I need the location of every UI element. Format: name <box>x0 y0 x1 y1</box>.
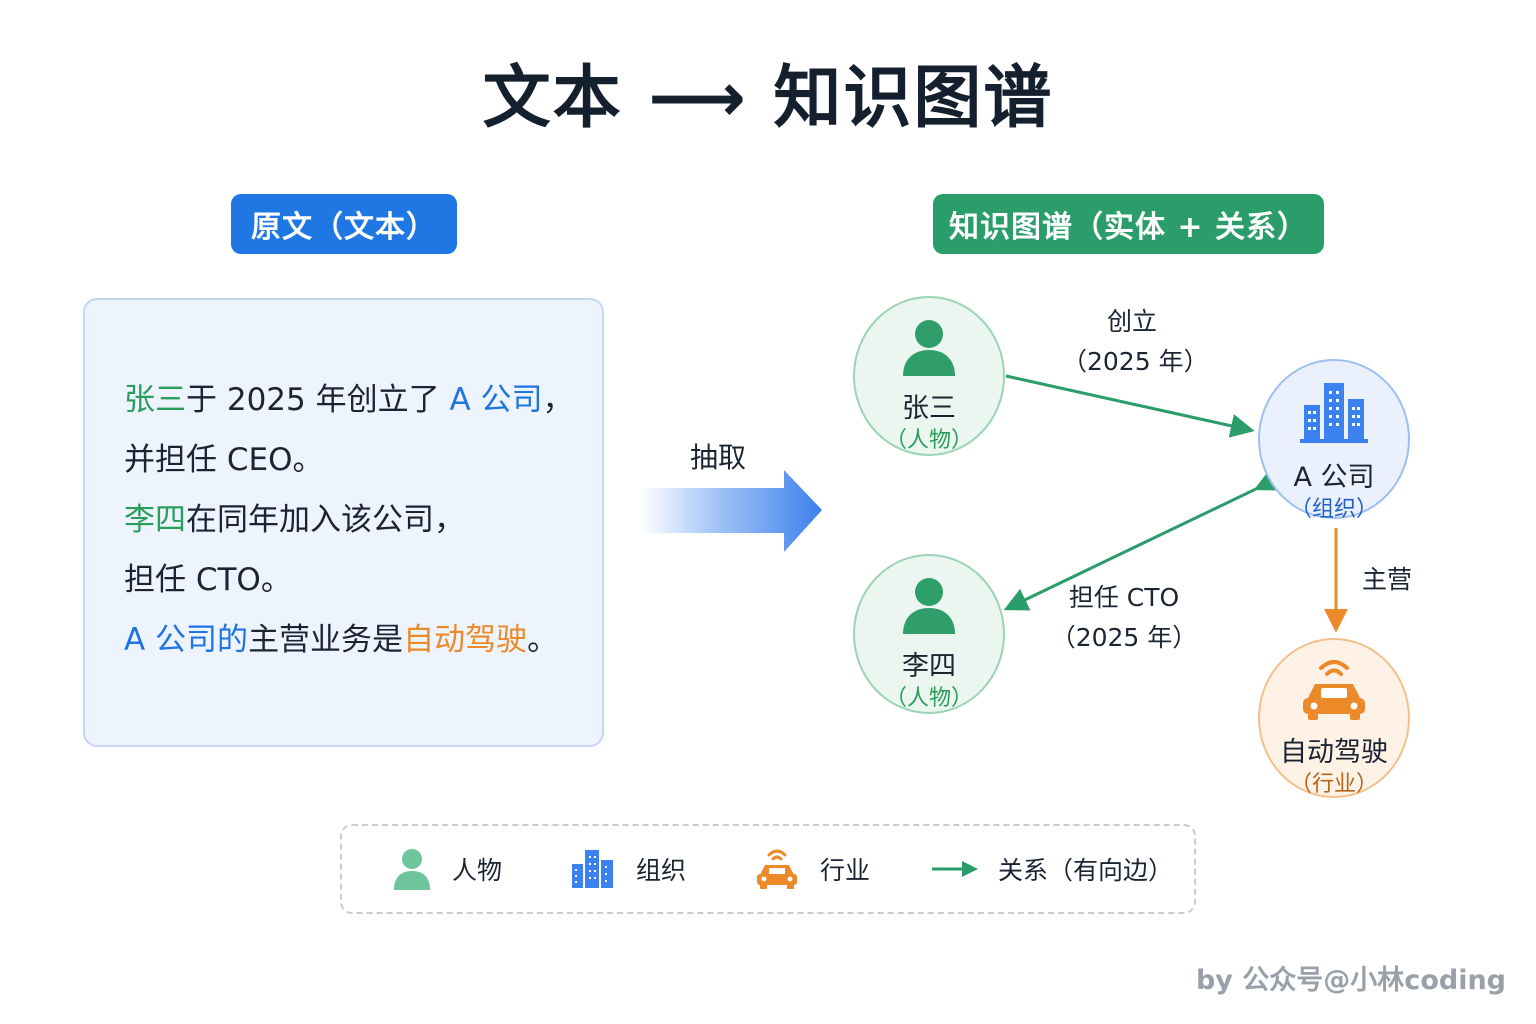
text-span: ， <box>542 382 574 418</box>
node-label: 李四 <box>902 651 956 682</box>
node-zhangsan[interactable]: 张三 （人物） <box>853 296 1005 456</box>
legend-label: 关系（有向边） <box>998 856 1174 885</box>
edge-founded <box>1005 374 1255 438</box>
legend-label: 人物 <box>452 856 503 885</box>
node-label: 张三 <box>902 393 956 424</box>
entity-zhangsan: 张三 <box>124 382 186 418</box>
building-icon <box>572 850 613 888</box>
text-span: 。 <box>527 622 559 658</box>
source-text-line: 李四在同年加入该公司， <box>124 494 465 539</box>
knowledge-graph-header: 知识图谱（实体 + 关系） <box>933 194 1324 254</box>
legend-item-org: 组织 <box>570 826 686 912</box>
node-industry[interactable]: 自动驾驶 （行业） <box>1258 638 1410 798</box>
node-company[interactable]: A 公司 （组织） <box>1258 359 1410 522</box>
person-icon <box>903 578 955 634</box>
watermark: by 公众号@小林coding <box>1195 965 1506 996</box>
legend-item-relation: 关系（有向边） <box>932 826 1173 912</box>
car-icon <box>1303 660 1365 720</box>
legend-item-industry: 行业 <box>754 826 870 912</box>
text-span: 主营业务是 <box>248 622 404 658</box>
edge-label-line: （2025 年） <box>1062 347 1209 376</box>
car-icon <box>757 849 797 889</box>
entity-company: A 公司 <box>449 382 543 418</box>
edge-label-line: （2025 年） <box>1050 623 1198 652</box>
page-title: 文本 ⟶ 知识图谱 <box>482 59 1054 138</box>
edge-label-line: 主营 <box>1361 565 1412 594</box>
node-type: （人物） <box>884 428 973 453</box>
extract-label: 抽取 <box>690 441 747 474</box>
edge-label-line: 创立 <box>1106 307 1157 336</box>
building-icon <box>1300 383 1368 443</box>
source-text-panel <box>83 298 604 747</box>
edge-label-line: 担任 CTO <box>1068 583 1180 612</box>
edge-cto <box>1003 468 1281 611</box>
legend: 人物 组织 行业 <box>340 824 1196 914</box>
source-text-line: A 公司的主营业务是自动驾驶。 <box>124 614 558 659</box>
person-icon <box>394 849 430 890</box>
node-label: A 公司 <box>1293 462 1375 493</box>
text-span: 并担任 CEO。 <box>124 442 324 478</box>
edge-main-label: 主营 <box>1354 560 1420 600</box>
legend-label: 行业 <box>820 856 871 885</box>
entity-company: A 公司的 <box>124 622 249 658</box>
source-text-line: 张三于 2025 年创立了 A 公司， <box>124 374 574 419</box>
text-span: 担任 CTO。 <box>124 562 292 598</box>
source-text-line: 并担任 CEO。 <box>124 434 324 479</box>
node-label: 自动驾驶 <box>1280 737 1388 768</box>
arrow-right-icon <box>932 861 978 877</box>
edge-founded-label: 创立 （2025 年） <box>1062 302 1209 382</box>
node-lisi[interactable]: 李四 （人物） <box>853 554 1005 714</box>
extract-arrow <box>640 470 822 552</box>
entity-industry: 自动驾驶 <box>403 622 528 658</box>
source-text-header: 原文（文本） <box>231 194 457 254</box>
entity-lisi: 李四 <box>124 502 186 538</box>
edge-cto-label: 担任 CTO （2025 年） <box>1050 578 1198 658</box>
legend-item-person: 人物 <box>392 826 502 912</box>
node-type: （人物） <box>884 686 973 711</box>
text-span: 在同年加入该公司， <box>186 502 465 538</box>
person-icon <box>903 320 955 376</box>
source-text-line: 担任 CTO。 <box>124 554 292 599</box>
text-span: 于 2025 年创立了 <box>186 382 450 418</box>
node-type: （组织） <box>1289 497 1378 522</box>
legend-label: 组织 <box>636 856 687 885</box>
node-type: （行业） <box>1289 772 1378 797</box>
